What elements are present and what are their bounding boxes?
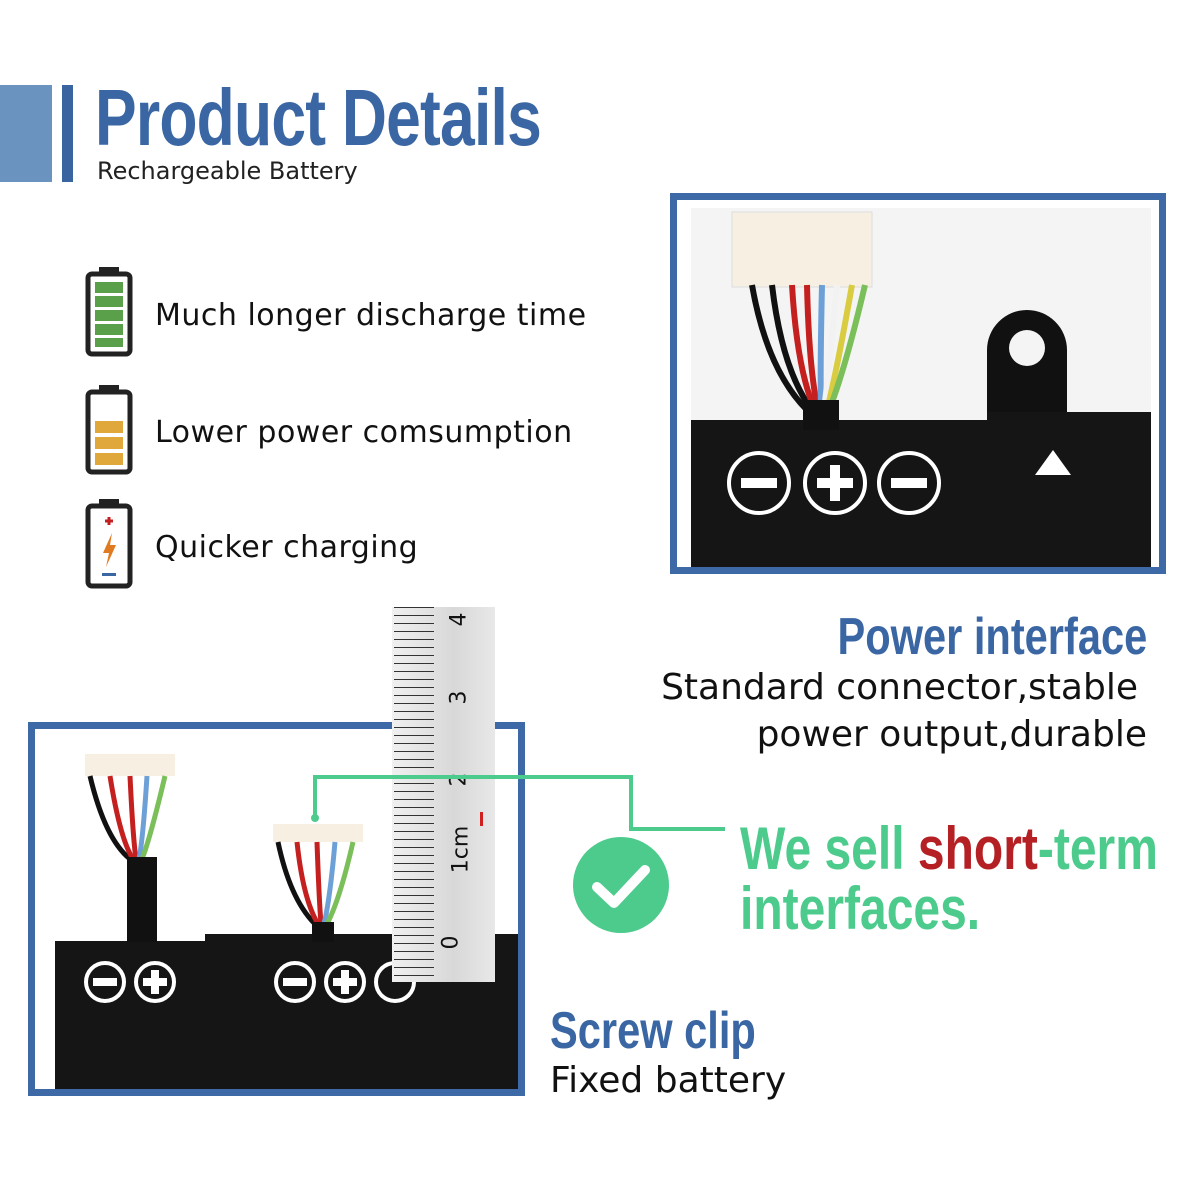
- short-term-heading-line2: interfaces.: [740, 875, 981, 942]
- ruler-tick-4: 4: [446, 612, 472, 627]
- short-term-pre: We sell: [740, 815, 918, 882]
- feature-discharge: Much longer discharge time: [155, 298, 587, 333]
- power-interface-line1: Standard connector,stable: [661, 667, 1138, 708]
- screw-clip-desc: Fixed battery: [550, 1060, 787, 1101]
- screw-clip-title: Screw clip: [550, 1002, 756, 1060]
- power-interface-title: Power interface: [837, 608, 1147, 666]
- page-subtitle: Rechargeable Battery: [97, 157, 358, 185]
- ruler-tick-2: 2: [446, 772, 472, 787]
- power-interface-photo: [670, 193, 1166, 574]
- short-term-highlight: short: [917, 815, 1038, 882]
- battery-full-icon: [85, 267, 133, 357]
- header-accent-bar: [62, 85, 73, 182]
- ruler-tick-0: 0: [438, 935, 464, 950]
- ruler-tick-3: 3: [446, 690, 472, 705]
- feature-power: Lower power comsumption: [155, 415, 573, 450]
- short-term-heading: We sell short-term: [740, 819, 1158, 879]
- battery-charging-icon: [85, 499, 133, 589]
- battery-half-icon: [85, 385, 133, 475]
- check-icon: [573, 837, 669, 933]
- power-interface-line2: power output,durable: [756, 714, 1147, 755]
- short-term-post: -term: [1037, 815, 1158, 882]
- ruler: 0 1cm 2 3 4: [392, 607, 495, 982]
- header-accent-block: [0, 85, 52, 182]
- page-title: Product Details: [95, 73, 542, 162]
- feature-charging: Quicker charging: [155, 530, 419, 565]
- ruler-tick-1: 1cm: [448, 825, 474, 874]
